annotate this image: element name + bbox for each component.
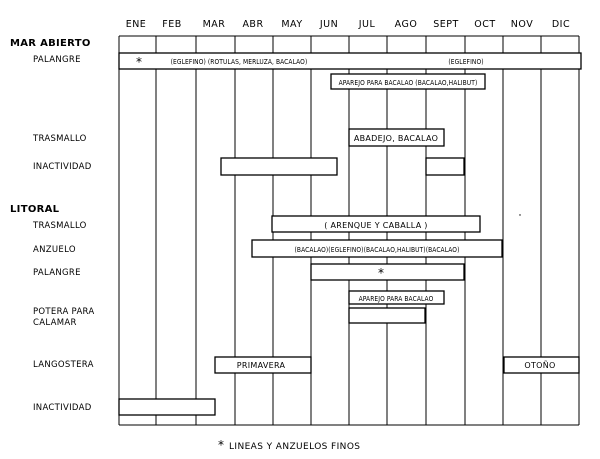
activity-bar (310, 263, 465, 281)
bar-label: (BACALAO)(EGLEFINO)(BACALAO,HALIBUT)(BAC… (295, 246, 460, 254)
month-label: ABR (242, 19, 263, 30)
activity-bar (330, 73, 486, 90)
activity-bar (348, 307, 426, 324)
month-label: DIC (552, 19, 570, 30)
row-label: INACTIVIDAD (33, 403, 92, 413)
row-labels: MAR ABIERTO PALANGRE TRASMALLO INACTIVID… (10, 38, 95, 413)
month-label: OCT (474, 19, 495, 30)
month-label: JUL (358, 19, 376, 30)
row-label: TRASMALLO (32, 221, 87, 231)
month-label: ENE (126, 19, 147, 30)
activity-bar (118, 398, 216, 416)
row-label: TRASMALLO (32, 134, 87, 144)
row-label: PALANGRE (33, 55, 81, 65)
star-marker: * (136, 55, 142, 69)
activity-bar (348, 128, 445, 147)
activity-bar (214, 356, 312, 374)
bar-label: OTOÑO (524, 360, 555, 370)
row-label: INACTIVIDAD (33, 162, 92, 172)
bar-label: APAREJO PARA BACALAO (359, 295, 434, 303)
activity-bar (118, 52, 582, 70)
activity-bar (251, 239, 503, 258)
bar-label: ABADEJO, BACALAO (354, 134, 438, 143)
row-label: PALANGRE (33, 268, 81, 278)
month-label: FEB (162, 19, 181, 30)
row-label: POTERA PARA (33, 307, 95, 317)
activity-bar (503, 356, 580, 374)
bar-label: (EGLEFINO) (448, 58, 483, 66)
month-label: AGO (395, 19, 418, 30)
row-label: CALAMAR (33, 318, 77, 328)
month-label: MAR (203, 19, 226, 30)
section-label-coast: LITORAL (10, 204, 60, 215)
month-header-row: ENE FEB MAR ABR MAY JUN JUL AGO SEPT OCT… (126, 19, 570, 30)
footnote-star: * (218, 438, 224, 452)
section-label-open-sea: MAR ABIERTO (10, 38, 91, 49)
activity-bar (425, 157, 465, 176)
month-label: SEPT (433, 19, 459, 30)
scan-speck (519, 214, 521, 216)
month-label: NOV (511, 19, 533, 30)
activity-bar (348, 290, 445, 305)
bar-label: ( ARENQUE Y CABALLA ) (324, 221, 427, 230)
bar-label: (EGLEFINO) (ROTULAS, MERLUZA, BACALAO) (171, 58, 308, 66)
activity-bars: * (EGLEFINO) (ROTULAS, MERLUZA, BACALAO)… (118, 52, 582, 416)
row-label: LANGOSTERA (33, 360, 94, 370)
activity-bar (271, 215, 481, 233)
bar-label: PRIMAVERA (237, 361, 286, 370)
month-label: JUN (319, 19, 338, 30)
footnote: * LINEAS Y ANZUELOS FINOS (218, 438, 360, 452)
bar-label: APAREJO PARA BACALAO (BACALAO,HALIBUT) (339, 79, 478, 87)
activity-bar (220, 157, 338, 176)
star-marker: * (378, 266, 384, 280)
footnote-text: LINEAS Y ANZUELOS FINOS (229, 442, 360, 452)
month-label: MAY (281, 19, 302, 30)
row-label: ANZUELO (33, 245, 76, 255)
